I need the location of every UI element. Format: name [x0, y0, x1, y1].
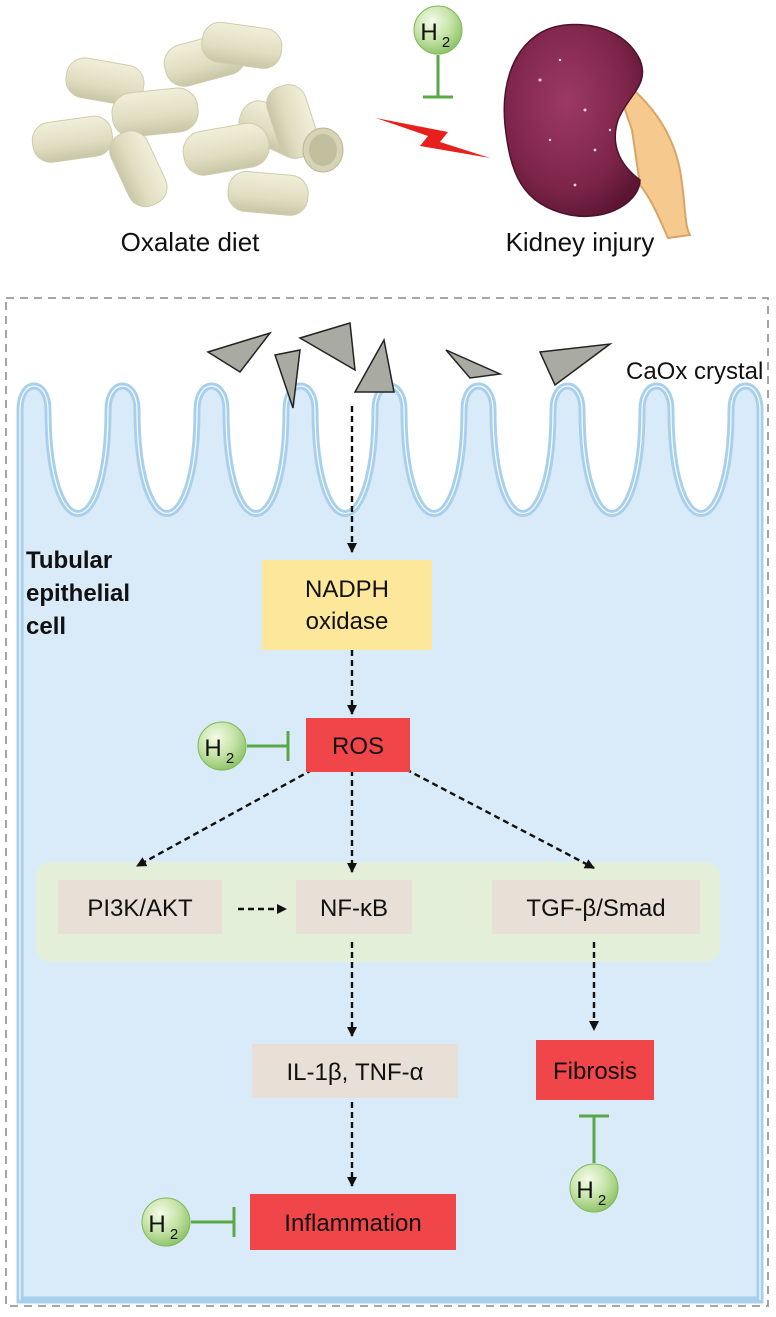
oxalate-diet-caption: Oxalate diet: [121, 227, 261, 257]
h2-molecule-ros: H 2: [197, 721, 247, 771]
tgfb-smad-box: [492, 880, 700, 934]
nadph-line2: oxidase: [306, 608, 389, 635]
oxalate-pellets-illustration: [31, 21, 344, 216]
kidney-injury-caption: Kidney injury: [506, 227, 655, 257]
arrow-ros-pi3k: [136, 758, 331, 868]
cell-label: Tubular epithelial cell: [26, 547, 137, 640]
h2-molecule-fibrosis: H 2: [569, 1163, 619, 1213]
caox-crystal-label: CaOx crystal: [626, 358, 763, 385]
fibrosis-label: Fibrosis: [553, 1058, 637, 1085]
fibrosis-box: [536, 1040, 654, 1100]
nadph-oxidase-box: [262, 560, 432, 650]
cytokines-box: [252, 1044, 458, 1098]
svg-text:2: 2: [442, 34, 450, 51]
svg-text:2: 2: [598, 1192, 606, 1209]
lightning-bolt-icon: [376, 118, 490, 158]
arrow-ros-tgfb: [387, 758, 595, 870]
cell-membrane: [16, 382, 764, 1304]
inflammation-label: Inflammation: [284, 1210, 421, 1237]
pi3k-akt-label: PI3K/AKT: [87, 895, 193, 922]
nadph-line1: NADPH: [305, 576, 389, 603]
ros-box: [306, 718, 410, 772]
h2-molecule-top: H 2: [413, 5, 463, 55]
inflammation-box: [250, 1194, 456, 1250]
kidney-icon: [503, 23, 692, 240]
svg-text:2: 2: [170, 1226, 178, 1243]
pi3k-akt-box: [58, 880, 222, 934]
nfkb-label: NF-κB: [320, 895, 388, 922]
tgfb-smad-label: TGF-β/Smad: [526, 895, 665, 922]
svg-text:H: H: [576, 1177, 593, 1204]
cytokines-label: IL-1β, TNF-α: [286, 1059, 423, 1086]
dashed-frame: [5, 297, 769, 1307]
svg-text:H: H: [148, 1211, 165, 1238]
h2-molecule-inflammation: H 2: [141, 1197, 191, 1247]
svg-text:H: H: [420, 19, 437, 46]
svg-text:H: H: [204, 735, 221, 762]
nfkb-box: [296, 880, 412, 934]
svg-text:2: 2: [226, 750, 234, 767]
caox-crystals: [206, 322, 613, 409]
ros-label: ROS: [332, 733, 384, 760]
pathway-arrows: [136, 406, 600, 1188]
